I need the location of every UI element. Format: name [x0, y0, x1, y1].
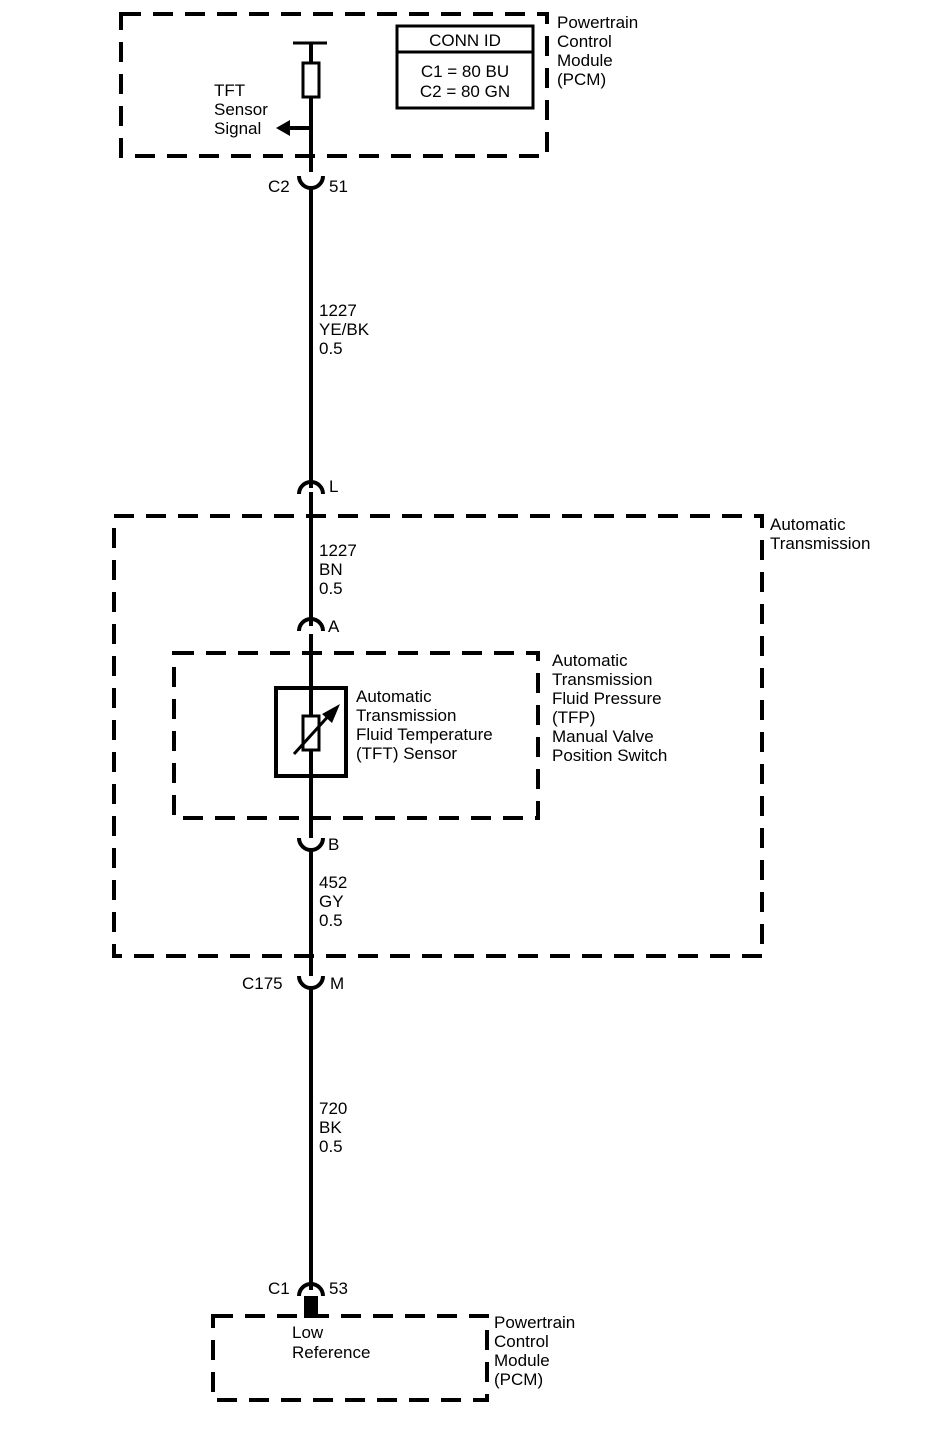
- thermistor-icon: [274, 686, 348, 778]
- wire-color: BK: [319, 1118, 342, 1137]
- transmission-boundary: [112, 514, 764, 958]
- low-reference-label-line: Reference: [292, 1343, 370, 1362]
- tft-signal-label: TFT Sensor Signal: [214, 81, 268, 138]
- pcm-bottom-label-line: Powertrain: [494, 1313, 575, 1332]
- pcm-bottom-label-line: (PCM): [494, 1370, 543, 1389]
- wire-size: 0.5: [319, 911, 343, 930]
- connector-c2-pin: 51: [329, 177, 348, 196]
- connector-b-pin: B: [328, 835, 339, 854]
- conn-id-table: CONN ID C1 = 80 BU C2 = 80 GN: [395, 24, 535, 110]
- pcm-top-boundary: [119, 12, 549, 158]
- connector-c175-icon: [297, 975, 325, 990]
- conn-id-row: C1 = 80 BU: [421, 62, 509, 81]
- wire-circuit-number: 452: [319, 873, 347, 892]
- pcm-top-label-line: Control: [557, 32, 612, 51]
- pcm-top-label: Powertrain Control Module (PCM): [557, 13, 638, 89]
- wire-circuit-number: 1227: [319, 301, 357, 320]
- pcm-top-label-line: Powertrain: [557, 13, 638, 32]
- wire-circuit-number: 720: [319, 1099, 347, 1118]
- connector-l-icon: [297, 480, 325, 495]
- tfp-switch-label: Automatic Transmission Fluid Pressure (T…: [552, 651, 667, 765]
- pcm-bottom-boundary: [211, 1314, 489, 1402]
- wire-circuit-number: 1227: [319, 541, 357, 560]
- transmission-label-line: Automatic: [770, 515, 846, 534]
- wire-size: 0.5: [319, 1137, 343, 1156]
- connector-l-pin: L: [329, 477, 338, 496]
- connector-a-pin: A: [328, 617, 340, 636]
- pcm-bottom-label-line: Module: [494, 1351, 550, 1370]
- transmission-label: Automatic Transmission: [770, 515, 870, 553]
- pcm-bottom-label: Powertrain Control Module (PCM): [494, 1313, 575, 1389]
- tfp-switch-label-line: Position Switch: [552, 746, 667, 765]
- connector-c2-id: C2: [268, 177, 290, 196]
- connector-c1-id: C1: [268, 1279, 290, 1298]
- pcm-top-label-line: Module: [557, 51, 613, 70]
- tft-signal-label-line: Sensor: [214, 100, 268, 119]
- tft-signal-label-line: Signal: [214, 119, 261, 138]
- tfp-switch-label-line: (TFP): [552, 708, 595, 727]
- tfp-switch-label-line: Fluid Pressure: [552, 689, 662, 708]
- wire-452-gy-label: 452 GY 0.5: [319, 873, 347, 930]
- wire-size: 0.5: [319, 339, 343, 358]
- connector-b-icon: [297, 837, 325, 852]
- wire-color: YE/BK: [319, 320, 370, 339]
- wire-color: BN: [319, 560, 343, 579]
- tft-sensor-label-line: Fluid Temperature: [356, 725, 493, 744]
- tfp-switch-label-line: Manual Valve: [552, 727, 654, 746]
- pcm-bottom-terminal: [304, 1296, 318, 1318]
- connector-c1-pin: 53: [329, 1279, 348, 1298]
- wire-color: GY: [319, 892, 344, 911]
- tft-signal-arrow-icon: [276, 120, 311, 136]
- connector-c175-id: C175: [242, 974, 283, 993]
- connector-c1-icon: [297, 1282, 325, 1297]
- conn-id-row: C2 = 80 GN: [420, 82, 510, 101]
- pcm-pullup-resistor: [293, 41, 327, 172]
- tft-sensor-label-line: Automatic: [356, 687, 432, 706]
- tft-sensor-label-line: (TFT) Sensor: [356, 744, 457, 763]
- tft-signal-label-line: TFT: [214, 81, 245, 100]
- connector-c175-pin: M: [330, 974, 344, 993]
- tft-sensor-label: Automatic Transmission Fluid Temperature…: [356, 687, 493, 763]
- transmission-label-line: Transmission: [770, 534, 870, 553]
- tfp-switch-boundary: [172, 651, 540, 820]
- tfp-switch-label-line: Transmission: [552, 670, 652, 689]
- wire-size: 0.5: [319, 579, 343, 598]
- low-reference-label-line: Low: [292, 1323, 324, 1342]
- pcm-bottom-label-line: Control: [494, 1332, 549, 1351]
- tft-sensor-label-line: Transmission: [356, 706, 456, 725]
- connector-a-icon: [297, 617, 325, 632]
- wire-1227-bn-label: 1227 BN 0.5: [319, 541, 357, 598]
- tfp-switch-label-line: Automatic: [552, 651, 628, 670]
- conn-id-title: CONN ID: [429, 31, 501, 50]
- wire-1227-ye-bk-label: 1227 YE/BK 0.5: [319, 301, 370, 358]
- pcm-top-label-line: (PCM): [557, 70, 606, 89]
- low-reference-label: Low Reference: [292, 1323, 370, 1362]
- wire-720-bk-label: 720 BK 0.5: [319, 1099, 347, 1156]
